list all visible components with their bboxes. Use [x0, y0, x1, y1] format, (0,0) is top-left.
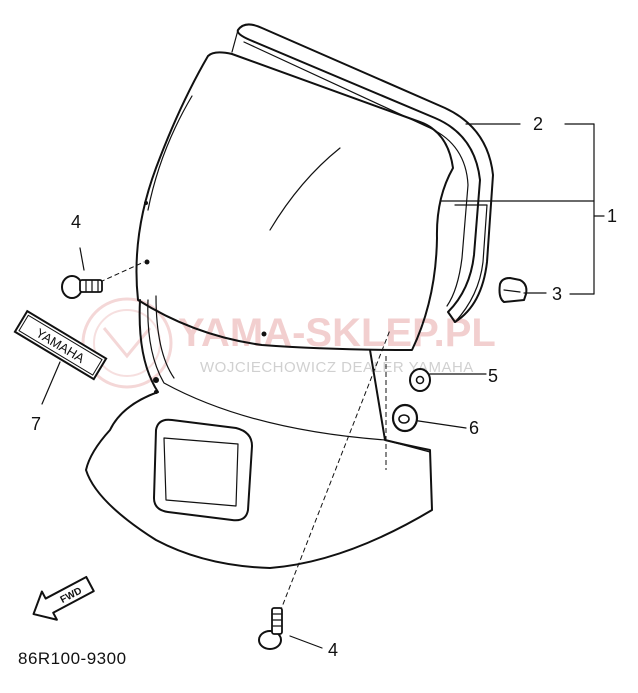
clip-part-3 [498, 277, 528, 303]
callout-4-top: 4 [71, 212, 81, 232]
watermark-sub-text: WOJCIECHOWICZ DEALER YAMAHA [200, 359, 474, 376]
callout-4-bottom: 4 [328, 640, 338, 660]
watermark: YAMA-SKLEP.PL WOJCIECHOWICZ DEALER YAMAH… [81, 297, 496, 389]
bolt-upper [61, 275, 103, 299]
windscreen-seal [231, 23, 494, 323]
callout-1: 1 [607, 206, 617, 226]
bolt-lower [258, 607, 283, 650]
fwd-arrow: FWD [32, 575, 95, 621]
yamaha-emblem: YAMAHA [13, 309, 108, 381]
callout-7: 7 [31, 414, 41, 434]
diagram-code: 86R100-9300 [18, 649, 127, 668]
callout-5: 5 [488, 366, 498, 386]
grommet-part-6 [391, 403, 419, 433]
lower-cowl [85, 295, 433, 569]
assembly-lines [99, 261, 391, 613]
callout-numbers: 2 1 3 4 5 6 7 4 [31, 114, 617, 660]
callout-6: 6 [469, 418, 479, 438]
nut-part-5 [409, 368, 431, 392]
leader-lines [41, 123, 605, 649]
callout-3: 3 [552, 284, 562, 304]
watermark-main-text: YAMA-SKLEP.PL [178, 311, 496, 355]
windscreen [135, 51, 454, 351]
callout-2: 2 [533, 114, 543, 134]
